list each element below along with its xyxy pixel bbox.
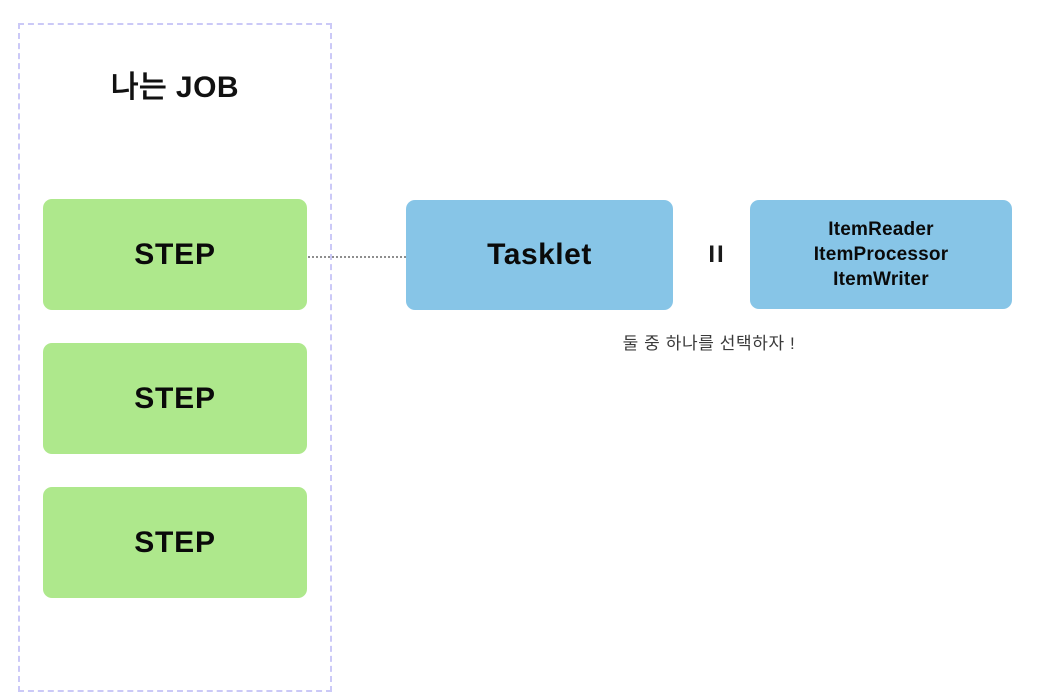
chunk-box[interactable]: ItemReader ItemProcessor ItemWriter: [750, 200, 1012, 309]
step-box-1-label: STEP: [134, 237, 216, 271]
step-box-2-label: STEP: [134, 381, 216, 415]
step-box-3-label: STEP: [134, 525, 216, 559]
tasklet-label: Tasklet: [487, 238, 592, 271]
step-to-tasklet-connector: [308, 256, 406, 258]
tasklet-box[interactable]: Tasklet: [406, 200, 673, 310]
item-processor-label: ItemProcessor: [813, 243, 949, 265]
job-title: 나는 JOB: [110, 71, 240, 104]
item-writer-label: ItemWriter: [833, 269, 929, 291]
equals-symbol: II: [708, 241, 726, 268]
chunk-label-group: ItemReader ItemProcessor ItemWriter: [814, 217, 949, 292]
step-box-1[interactable]: STEP: [43, 199, 307, 310]
job-boundary-box: [18, 23, 332, 692]
step-box-3[interactable]: STEP: [43, 487, 307, 598]
selection-caption: 둘 중 하나를 선택하자 !: [622, 334, 796, 353]
step-box-2[interactable]: STEP: [43, 343, 307, 454]
item-reader-label: ItemReader: [828, 218, 934, 240]
